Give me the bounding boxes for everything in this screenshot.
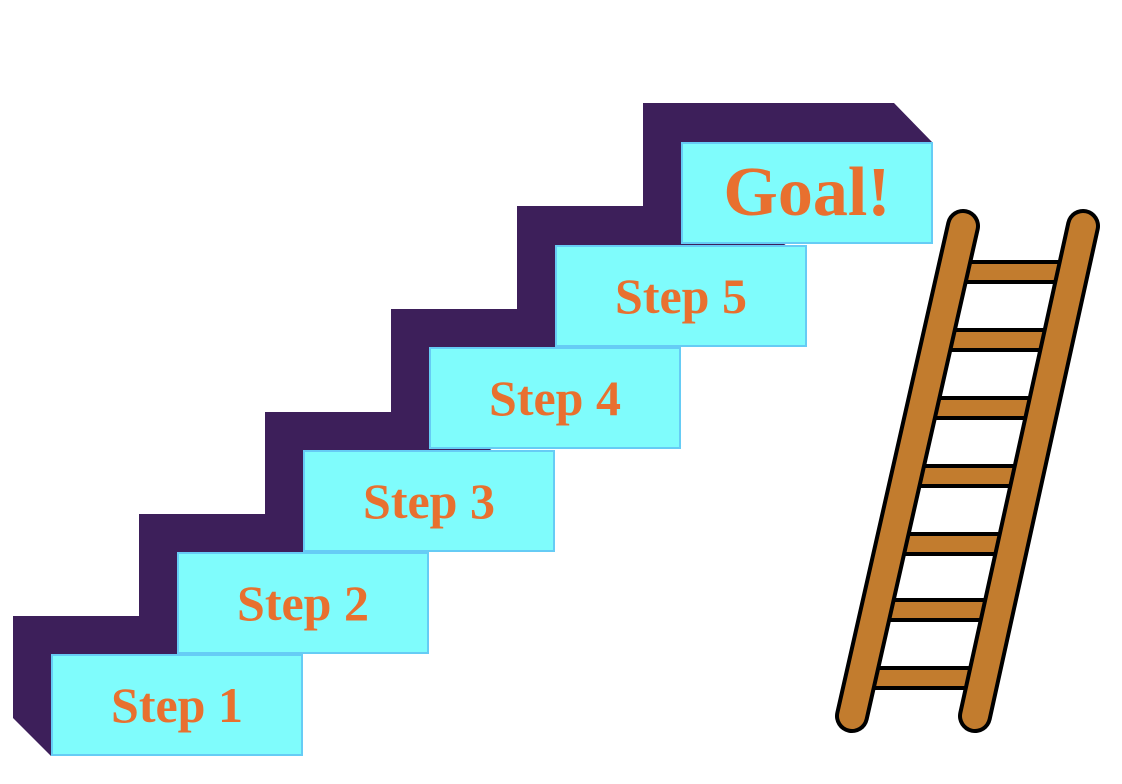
step-3-block: Step 3 — [303, 450, 555, 552]
step-1-label: Step 1 — [111, 677, 243, 733]
step-4-label: Step 4 — [489, 370, 621, 426]
ladder-rails — [835, 209, 1100, 733]
goal-label: Goal! — [723, 154, 891, 231]
step-4-block: Step 4 — [429, 347, 681, 449]
goal-block: Goal! — [681, 142, 933, 244]
ladder-rungs — [860, 260, 1070, 690]
step-1-block: Step 1 — [51, 654, 303, 756]
step-5-label: Step 5 — [615, 268, 747, 324]
step-2-label: Step 2 — [237, 575, 369, 631]
step-5-block: Step 5 — [555, 245, 807, 347]
step-3-label: Step 3 — [363, 473, 495, 529]
step-2-block: Step 2 — [177, 552, 429, 654]
